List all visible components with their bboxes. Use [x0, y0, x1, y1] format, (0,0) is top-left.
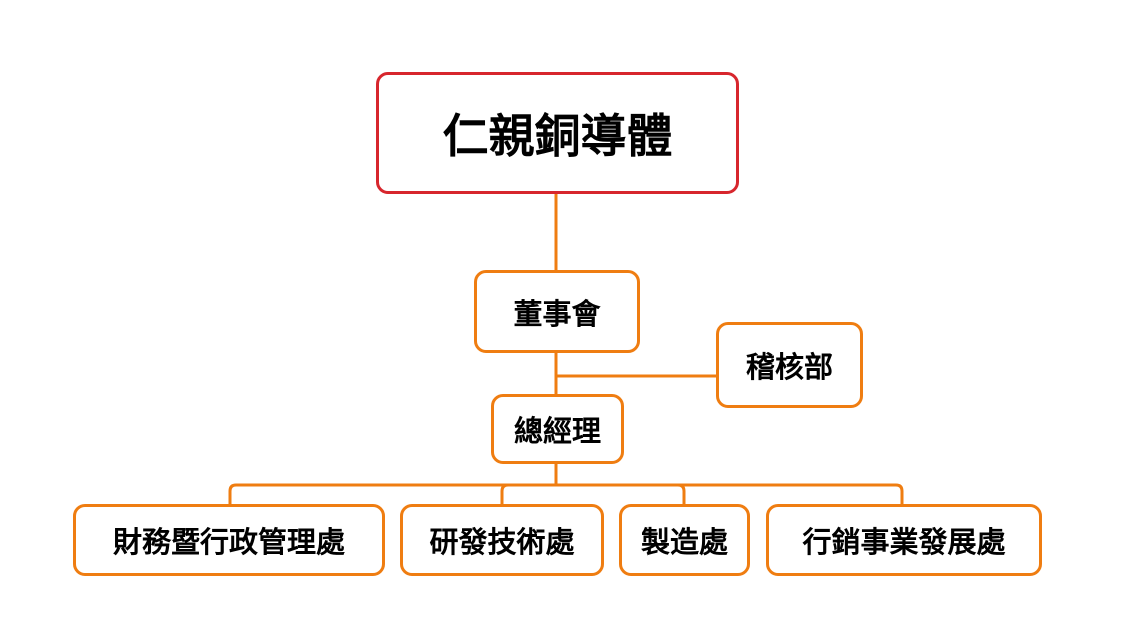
division-label: 研發技術處 [429, 525, 575, 559]
company-name-box: 仁親銅導體 [376, 72, 739, 194]
general-manager-box: 總經理 [491, 394, 624, 464]
connector-division-2 [500, 483, 509, 505]
division-label: 製造處 [640, 525, 728, 559]
division-box: 行銷事業發展處 [766, 504, 1042, 576]
company-name: 仁親銅導體 [442, 109, 673, 163]
division-label: 行銷事業發展處 [802, 525, 1006, 559]
connector-division-3 [677, 483, 686, 505]
audit-box: 稽核部 [716, 322, 863, 408]
division-box: 製造處 [619, 504, 750, 576]
connector-division-bus [228, 483, 904, 505]
board-label: 董事會 [513, 296, 601, 331]
general-manager-label: 總經理 [513, 414, 601, 448]
division-label: 財務暨行政管理處 [112, 525, 345, 559]
division-box: 研發技術處 [400, 504, 604, 576]
division-box: 財務暨行政管理處 [73, 504, 385, 576]
audit-label: 稽核部 [745, 350, 833, 384]
board-box: 董事會 [474, 270, 640, 353]
